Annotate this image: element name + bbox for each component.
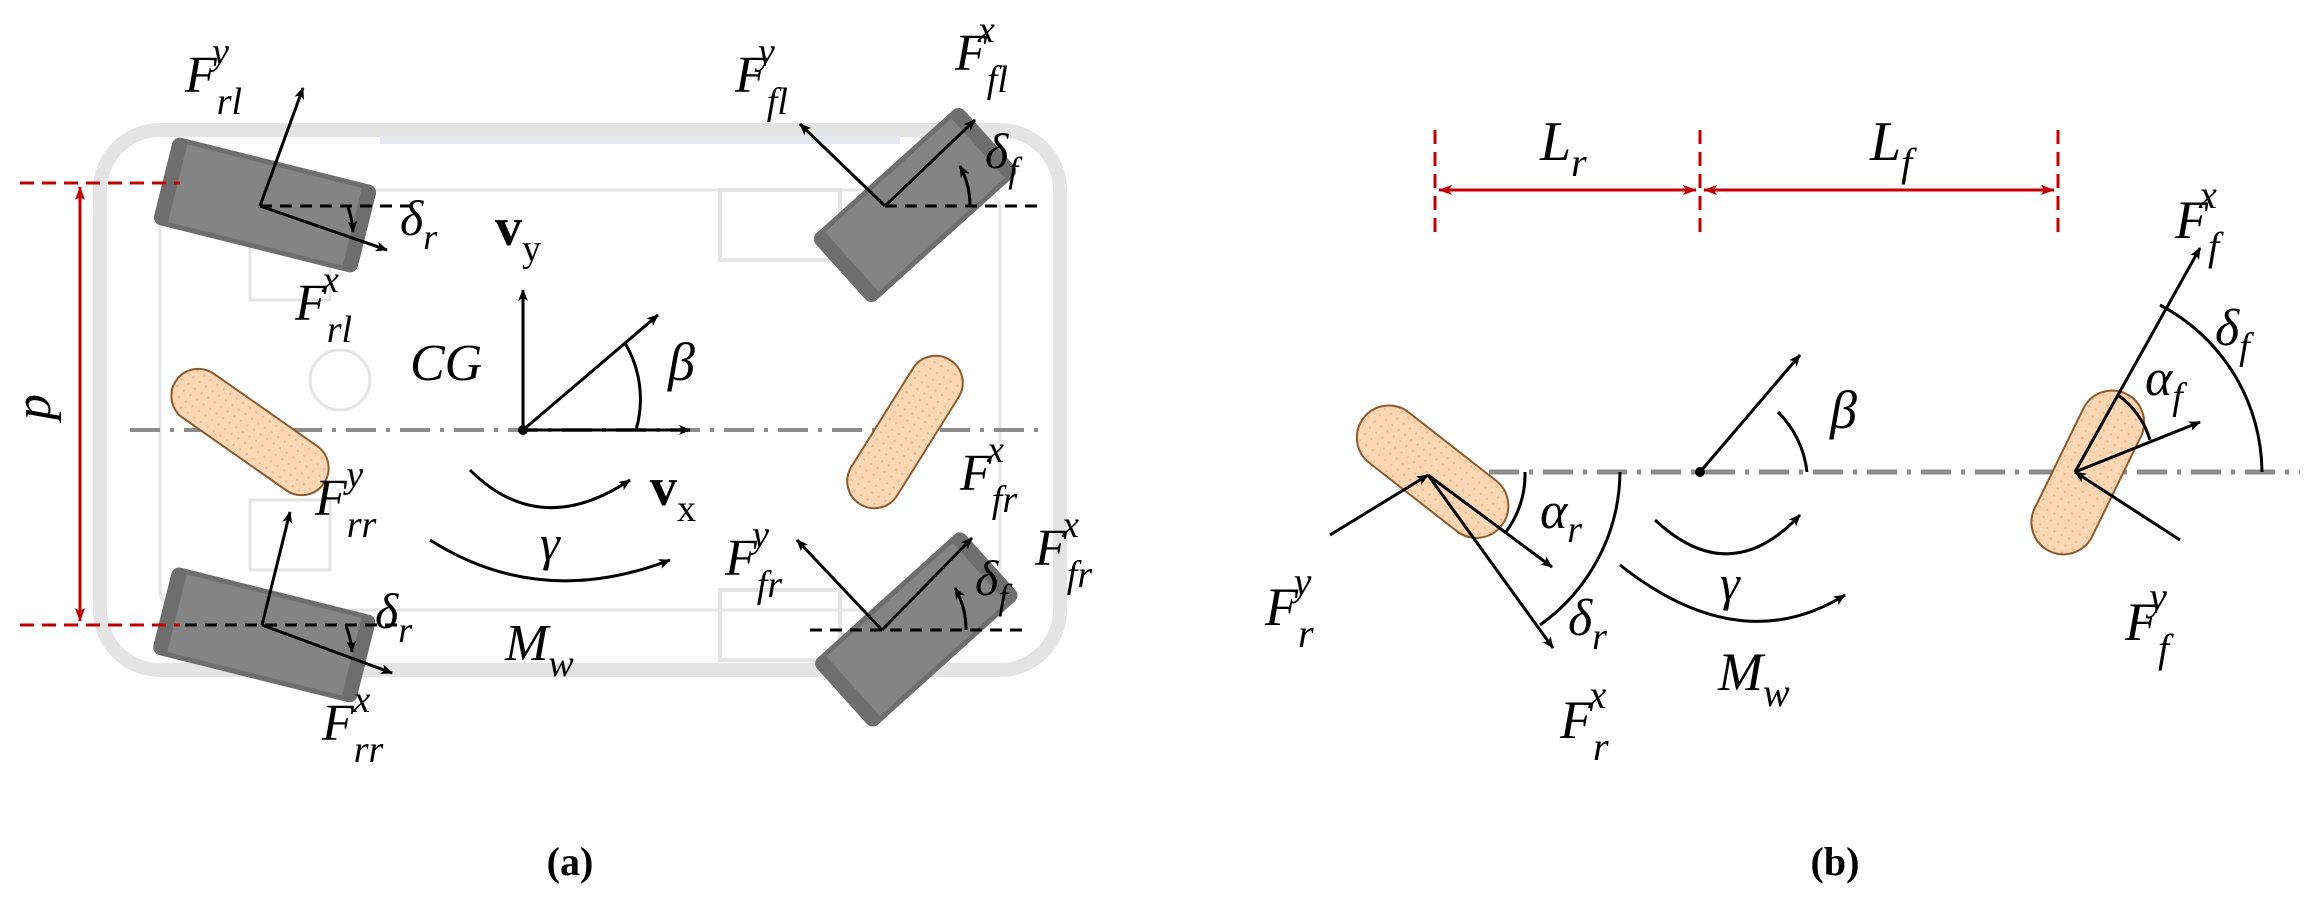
f-fl-x-arrow <box>883 118 977 208</box>
front-tire-body-a <box>846 354 964 510</box>
label-f-fr-x-top: Ffrx <box>959 429 1017 521</box>
label-f-fl-y: Ffly <box>734 31 788 123</box>
f-fr-x-arrow <box>880 536 974 632</box>
label-f-fr-y: Ffry <box>724 514 782 606</box>
label-v-x: vx <box>650 457 696 530</box>
f-rr-y-arrow <box>260 511 293 626</box>
label-gamma-b: γ <box>1720 555 1741 611</box>
label-f-rl-y: Frly <box>184 31 242 123</box>
delta-f-arc-b <box>2159 303 2264 473</box>
f-rr-x-arrow <box>261 623 393 675</box>
label-mw-b: Mw <box>1717 642 1790 715</box>
f-r-y-arrow <box>1329 473 1429 537</box>
f-f-x-arrow <box>2073 247 2202 473</box>
label-f-fl-x: Fflx <box>954 9 1008 101</box>
delta-fr-arc <box>953 587 968 631</box>
label-delta-f-b: δf <box>2215 300 2254 368</box>
panel-b: Lr Lf Ffx δf αf Ffy β γ Mw αr δr Fry Frx… <box>1264 111 2300 884</box>
label-f-r-x: Frx <box>1559 672 1609 769</box>
label-f-rr-x: Frrx <box>321 679 384 771</box>
f-fl-y-arrow <box>798 122 887 208</box>
chassis-ghost <box>93 123 1067 677</box>
f-fr-y-arrow <box>795 538 884 632</box>
label-f-f-y: Ffy <box>2124 574 2174 671</box>
delta-rr-arc <box>344 625 357 653</box>
label-f-f-x: Ffx <box>2174 172 2224 269</box>
label-f-fr-x-right: Ffrx <box>1034 504 1092 596</box>
label-delta-r-b: δr <box>1568 590 1607 658</box>
label-delta-r-bottom: δr <box>375 583 413 650</box>
caption-a: (a) <box>547 839 594 884</box>
wheel-rear-right <box>153 567 376 703</box>
f-rl-y-arrow <box>258 87 305 207</box>
label-v-y: vy <box>495 197 541 270</box>
front-tire-body-b <box>2030 389 2146 556</box>
label-gamma-a: γ <box>540 515 561 571</box>
label-p: p <box>5 394 62 424</box>
label-f-rr-y: Frry <box>314 454 377 546</box>
label-alpha-r: αr <box>1540 483 1582 551</box>
label-f-rl-x: Frlx <box>294 259 352 351</box>
gamma-arc-a <box>468 468 631 510</box>
delta-rl-arc <box>346 206 358 233</box>
label-l-r: Lr <box>1539 111 1587 185</box>
f-rl-x-arrow <box>259 204 388 252</box>
velocity-arrow-b <box>1698 354 1802 473</box>
label-beta-b: β <box>1829 380 1857 440</box>
label-beta-a: β <box>667 332 695 392</box>
rear-velocity-arrow-b <box>1427 473 1553 569</box>
front-velocity-arrow-b <box>2074 420 2201 474</box>
alpha-f-arc <box>2117 393 2152 441</box>
label-f-r-y: Fry <box>1264 559 1314 656</box>
velocity-arrow-a <box>522 313 659 432</box>
label-l-f: Lf <box>1869 111 1917 185</box>
mw-arc-a <box>429 538 671 583</box>
f-f-y-arrow <box>2074 470 2181 542</box>
label-alpha-f: αf <box>2145 350 2187 418</box>
beta-arc-b <box>1776 410 1809 473</box>
mw-arc-b <box>1619 563 1846 623</box>
rear-tire-body-a <box>170 367 330 497</box>
label-delta-r-top: δr <box>400 190 438 257</box>
panel-a: p Frly Frlx δr Ffly Fflx δf Frry Frrx δr… <box>5 9 1092 884</box>
f-r-x-arrow <box>1426 474 1555 649</box>
caption-b: (b) <box>1811 839 1860 884</box>
delta-fl-arc <box>958 165 972 207</box>
label-cg: CG <box>410 335 482 392</box>
delta-r-arc-b <box>1539 471 1622 627</box>
alpha-r-arc <box>1503 471 1527 534</box>
label-mw-a: Mw <box>504 615 574 685</box>
beta-arc-a <box>623 342 642 431</box>
gamma-arc-b <box>1653 513 1802 556</box>
